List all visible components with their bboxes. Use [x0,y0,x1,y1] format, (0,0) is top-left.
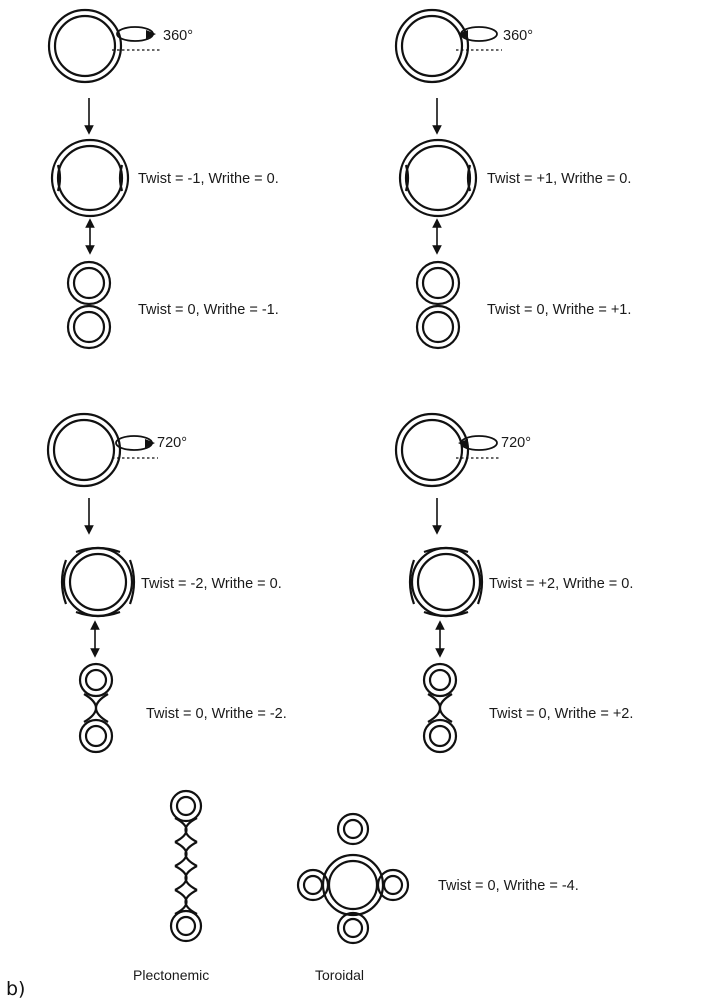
figure-eight-icon [66,260,112,350]
twist-label: Twist = +1, Writhe = 0. [487,171,631,187]
rotation-arrow-icon [112,435,158,459]
twist-label: Twist = +2, Writhe = 0. [489,576,633,592]
bottom-group: Plectonemic Toroidal Twist = 0, Writhe =… [133,789,579,983]
plectonemic-label: Plectonemic [133,967,209,983]
rotation-angle-label: 360° [503,28,533,44]
group-360-right: 360° Twist = +1, Writhe = 0. Twist = 0, … [394,8,631,350]
double-figure-eight-icon [78,662,114,754]
relaxed-circle-icon [394,412,470,488]
rotation-angle-label: 720° [501,435,531,451]
writhe-label: Twist = 0, Writhe = +1. [487,302,631,318]
rotation-angle-label: 720° [157,435,187,451]
group-720-right: 720° Twist = +2, Writhe = 0. Twist = 0, … [394,412,633,754]
double-figure-eight-icon [422,662,458,754]
toroidal-label: Toroidal [315,967,364,983]
rotation-arrow-icon [456,26,502,51]
twist-label: Twist = -2, Writhe = 0. [141,576,282,592]
writhe-label: Twist = 0, Writhe = -1. [138,302,279,318]
relaxed-circle-icon [47,8,123,84]
writhe-label: Twist = 0, Writhe = +2. [489,706,633,722]
relaxed-circle-icon [46,412,122,488]
panel-label: b) [6,978,25,1000]
rotation-arrow-icon [456,435,500,459]
twisted-circle-icon [50,138,130,218]
group-360-left: 360° Twist = -1, Writhe = 0. Twist = 0, … [47,8,279,350]
writhe-label: Twist = 0, Writhe = -2. [146,706,287,722]
twisted-circle-icon [398,138,478,218]
twisted-circle-icon [60,546,136,618]
bottom-summary-label: Twist = 0, Writhe = -4. [438,878,579,894]
rotation-arrow-icon [112,26,160,51]
plectonemic-supercoil-icon [169,789,203,943]
figure-eight-icon [415,260,461,350]
group-720-left: 720° Twist = -2, Writhe = 0. Twist = 0, … [46,412,287,754]
twist-label: Twist = -1, Writhe = 0. [138,171,279,187]
relaxed-circle-icon [394,8,470,84]
twisted-circle-icon [408,546,484,618]
toroidal-supercoil-icon [296,812,410,945]
rotation-angle-label: 360° [163,28,193,44]
